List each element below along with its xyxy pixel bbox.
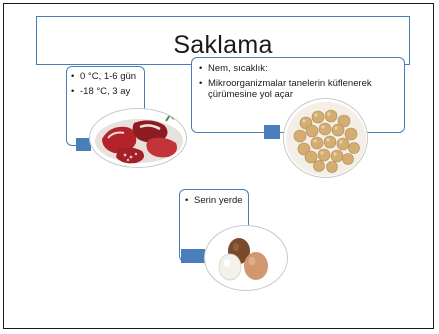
meat-card-tab [76,138,91,151]
grain-storage-item: Mikroorganizmalar tanelerin küflenerek ç… [197,78,400,101]
meat-storage-list: 0 °C, 1-6 gün -18 °C, 3 ay [69,71,142,97]
eggs-image [204,225,288,291]
meat-storage-item: 0 °C, 1-6 gün [69,71,142,83]
eggs-illustration [207,230,287,290]
egg-storage-list: Serin yerde [183,195,245,207]
chickpeas-illustration [286,102,366,176]
egg-card-tab [181,249,205,263]
egg-storage-item: Serin yerde [183,195,245,207]
grain-storage-list: Nem, sıcaklık: Mikroorganizmalar taneler… [197,63,400,101]
grain-card-tab [264,125,280,139]
meat-image [89,108,187,168]
grain-storage-item: Nem, sıcaklık: [197,63,400,75]
chickpeas-image [283,98,368,178]
meat-storage-item: -18 °C, 3 ay [69,86,142,98]
slide-title: Saklama [173,31,273,59]
title-box: Saklama [36,16,410,65]
meat-illustration [95,113,183,164]
